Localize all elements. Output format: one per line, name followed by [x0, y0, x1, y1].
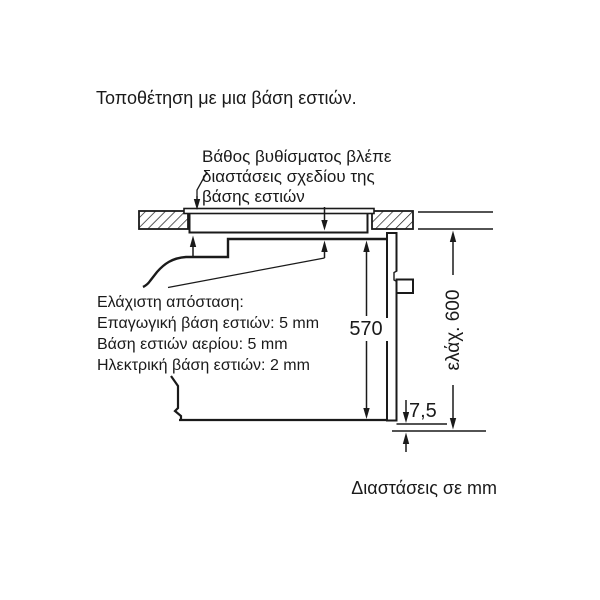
min-distance-electric: Ηλεκτρική βάση εστιών: 2 mm — [97, 357, 310, 374]
dimension-oven-height: 570 — [344, 318, 388, 341]
min-distance-leader-line — [167, 257, 325, 289]
hob-lip — [183, 207, 375, 215]
recess-depth-note-line2: διαστάσεις σχεδίου της — [202, 167, 375, 186]
recess-depth-note-line3: βάσης εστιών — [202, 187, 305, 206]
oven-front-lower-outline — [170, 375, 183, 419]
oven-top-outline — [142, 237, 387, 289]
hob-tub — [188, 212, 369, 234]
min-distance-arrow-center — [321, 240, 328, 258]
min-distance-heading: Ελάχιστη απόσταση: — [97, 294, 244, 311]
callout-leader-arrow — [193, 171, 208, 210]
worktop-section-left — [138, 210, 189, 230]
page-title: Τοποθέτηση με μια βάση εστιών. — [96, 88, 357, 108]
recess-depth-note: Βάθος βυθίσματος βλέπε διαστάσεις σχεδίο… — [202, 147, 391, 207]
dim-line-570 — [363, 240, 370, 419]
worktop-section-right — [371, 210, 414, 230]
oven-side-wall — [386, 232, 398, 422]
mounting-bracket — [395, 278, 414, 294]
min-distance-gas: Βάση εστιών αερίου: 5 mm — [97, 336, 288, 353]
dimension-niche-height: ελάχ. 600 — [443, 275, 465, 385]
worktop-edge-lines — [418, 211, 493, 230]
recess-depth-arrow — [321, 207, 328, 231]
min-distance-note: Ελάχιστη απόσταση: Επαγωγική βάση εστιών… — [97, 292, 319, 376]
dim-line-75 — [402, 400, 410, 452]
recess-depth-note-line1: Βάθος βυθίσματος βλέπε — [202, 147, 392, 166]
units-note: Διαστάσεις σε mm — [351, 478, 497, 498]
dimension-bottom-gap: 7,5 — [409, 400, 437, 423]
min-distance-arrow-left — [189, 235, 197, 256]
min-distance-induction: Επαγωγική βάση εστιών: 5 mm — [97, 315, 320, 332]
